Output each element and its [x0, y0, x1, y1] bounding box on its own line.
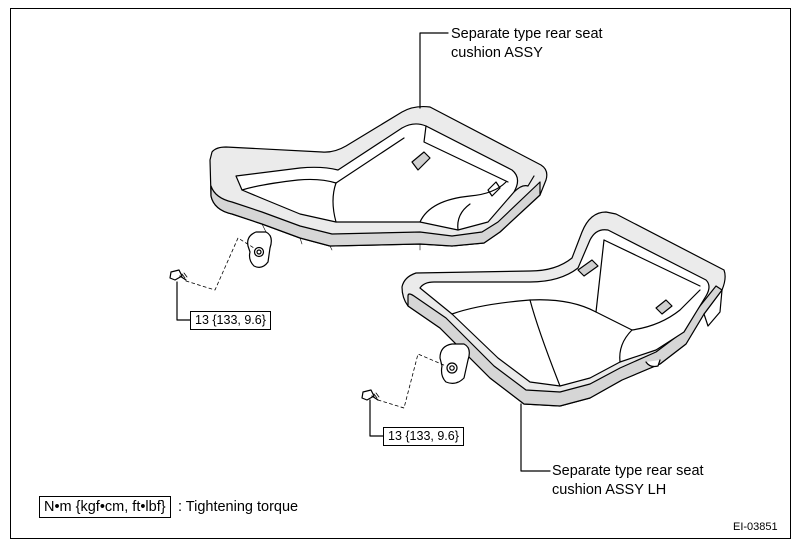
label-top-seat: Separate type rear seat cushion ASSY	[451, 25, 603, 63]
torque-box-left: 13 {133, 9.6}	[190, 311, 271, 330]
leader-torque-left	[176, 281, 192, 321]
label-lh-seat-line1: Separate type rear seat	[552, 463, 704, 479]
seat-cushion-top	[209, 105, 548, 251]
guide-line-top	[185, 237, 255, 291]
bracket-top	[247, 231, 272, 268]
bracket-lh	[439, 343, 470, 384]
figure-code: EI-03851	[733, 521, 778, 533]
label-lh-seat: Separate type rear seat cushion ASSY LH	[552, 462, 704, 500]
bolt-top	[169, 269, 188, 281]
label-top-seat-line2: cushion ASSY	[451, 45, 543, 61]
guide-line-lh	[377, 353, 447, 409]
legend-description: : Tightening torque	[178, 499, 299, 515]
label-top-seat-line1: Separate type rear seat	[451, 26, 603, 42]
leader-torque-right	[369, 399, 385, 437]
label-lh-seat-line2: cushion ASSY LH	[552, 482, 667, 498]
leader-lh-seat	[520, 403, 551, 472]
seat-cushion-lh	[401, 211, 726, 407]
leader-top-seat	[419, 32, 449, 109]
bolt-lh	[361, 389, 380, 401]
figure-frame	[10, 8, 791, 539]
torque-box-right: 13 {133, 9.6}	[383, 427, 464, 446]
legend-unit-box: N•m {kgf•cm, ft•lbf}	[39, 496, 171, 518]
